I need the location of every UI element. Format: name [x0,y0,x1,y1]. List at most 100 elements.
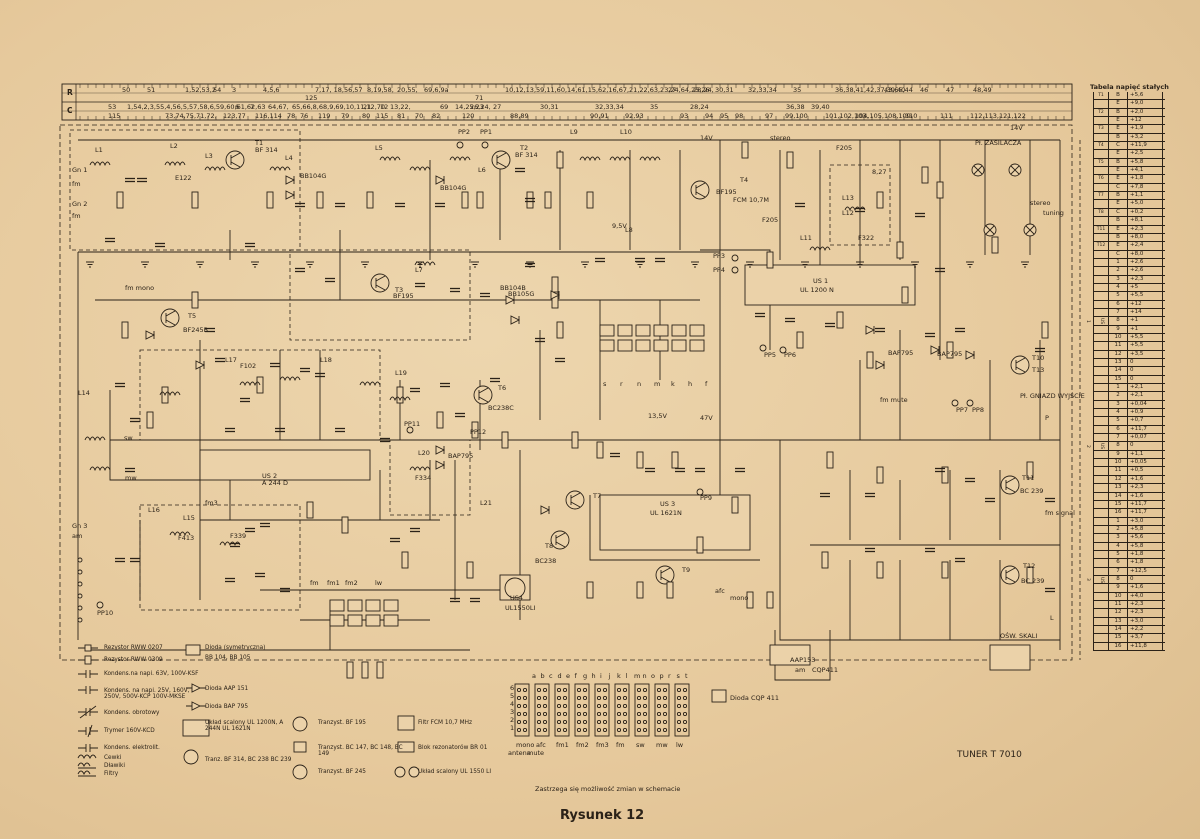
voltage-pin: 3 [1109,534,1128,542]
voltage-group [1093,150,1109,158]
voltage-group [1093,275,1109,283]
grid-r-cell: 10,12,13,59,11,60,14,61,15,62,16,67,21,2… [505,86,710,94]
voltage-pin: 15 [1109,375,1128,384]
voltage-row: B+3,2 [1093,133,1165,143]
schematic-label: T4 [739,176,748,184]
voltage-value: +2,0 [1128,108,1163,117]
grid-r-cell: 32,33,34 [748,86,777,94]
diode-symbol [145,330,156,340]
schematic-label: E122 [175,174,192,182]
resistor-symbol [936,181,944,199]
voltage-group [1093,233,1109,242]
voltage-value: +11,8 [1128,642,1163,651]
diode-symbol [195,360,206,370]
transistor-symbol [565,490,585,510]
schematic-label: 14V [1010,124,1023,132]
coil-symbol [269,166,291,172]
schematic-label: L12 [842,209,854,217]
voltage-row: 6+11,7 [1093,425,1165,435]
voltage-pin: 9 [1109,450,1128,459]
transistor-symbol [690,180,710,200]
resistor-symbol [341,516,349,534]
voltage-group [1093,183,1109,192]
schematic-label: L16 [148,506,160,514]
coil-symbol [809,246,831,252]
voltage-pin: 7 [1109,308,1128,317]
band-switch-name: sw [636,741,645,749]
switch-contact [599,324,615,337]
resistor-symbol [401,551,409,569]
voltage-group [1093,567,1109,575]
voltage-pin: 13 [1109,359,1128,367]
voltage-group [1093,283,1109,292]
voltage-value: +5,6 [1128,534,1163,542]
resistor-symbol [551,291,559,309]
legend-item: Dioda BAP 795 [205,704,249,710]
switch-contact [617,324,633,337]
schematic-label: T8 [544,542,553,550]
grid-r-cell: 30,31 [715,86,734,94]
band-switch-letter: k [617,672,621,680]
schematic-label: PP12 [470,428,486,436]
voltage-group [1093,384,1109,392]
band-switch-name: afc [536,741,546,749]
grid-c-sub: 104,105,108,109 [855,112,911,120]
switch-contact [653,324,669,337]
voltage-pin: 2 [1109,392,1128,400]
voltage-value: +12 [1128,117,1163,125]
resistor-symbol [671,451,679,469]
grid-c-cell: 65,66,8,68,9,69,10,11,12,70 [292,103,385,111]
voltage-group [1093,517,1109,525]
band-switch-column [534,683,550,737]
voltage-value: +5,5 [1128,292,1163,300]
switch-contact [635,324,651,337]
schematic-label: Pł. ZASILACZA [975,139,1022,147]
schematic-label: OŚW. SKALI [1000,631,1037,640]
resistor-symbol [1041,321,1049,339]
voltage-pin: B [1109,108,1128,117]
voltage-pin: 8 [1109,442,1128,450]
voltage-value: +4,0 [1128,592,1163,600]
resistor-symbol [556,321,564,339]
legend-symbol [78,724,98,738]
legend-item: Rezystor RWW 0207 [104,645,163,651]
legend-item: Tranzyst. BC 147, BC 148, BC 149 [318,745,403,757]
voltage-group [1093,450,1109,459]
band-switch-letter: a [532,672,536,680]
grid-c-sub: 82 [432,112,440,120]
voltage-value: +5,5 [1128,333,1163,342]
schematic-label: T7 [592,492,601,500]
schematic-label: L5 [375,144,383,152]
schematic-label: BC 239 [1020,487,1043,495]
voltage-pin: E [1109,167,1128,175]
voltage-group [1093,459,1109,467]
voltage-row: 4+0,9 [1093,409,1165,418]
voltage-pin: E [1109,125,1128,133]
legend-symbol [78,670,98,678]
voltage-group: US 3 [1085,575,1109,584]
band-switch-letter: n [643,672,647,680]
schematic-label: PP4 [713,266,725,274]
transistor-symbol [225,150,245,170]
schematic-label: L4 [285,154,293,162]
voltage-value: +5,5 [1128,342,1163,350]
band-switch-row: 2 [510,716,514,724]
schematic-label: L10 [620,128,632,136]
voltage-pin: 7 [1109,434,1128,442]
grid-r-cell: 36,38,41,42,37,39,40 [835,86,905,94]
test-point [481,141,489,149]
voltage-value: +3,0 [1128,617,1163,625]
resistor-symbol [366,191,374,209]
voltage-pin: 9 [1109,325,1128,333]
voltage-row: 15+3,7 [1093,634,1165,643]
voltage-row: 5+0,7 [1093,417,1165,426]
grid-r-cell: 50 [122,86,130,94]
voltage-group [1093,167,1109,175]
voltage-row: 14+1,6 [1093,492,1165,501]
legend-item: Dioda AAP 151 [205,686,249,692]
voltage-group [1093,333,1109,342]
